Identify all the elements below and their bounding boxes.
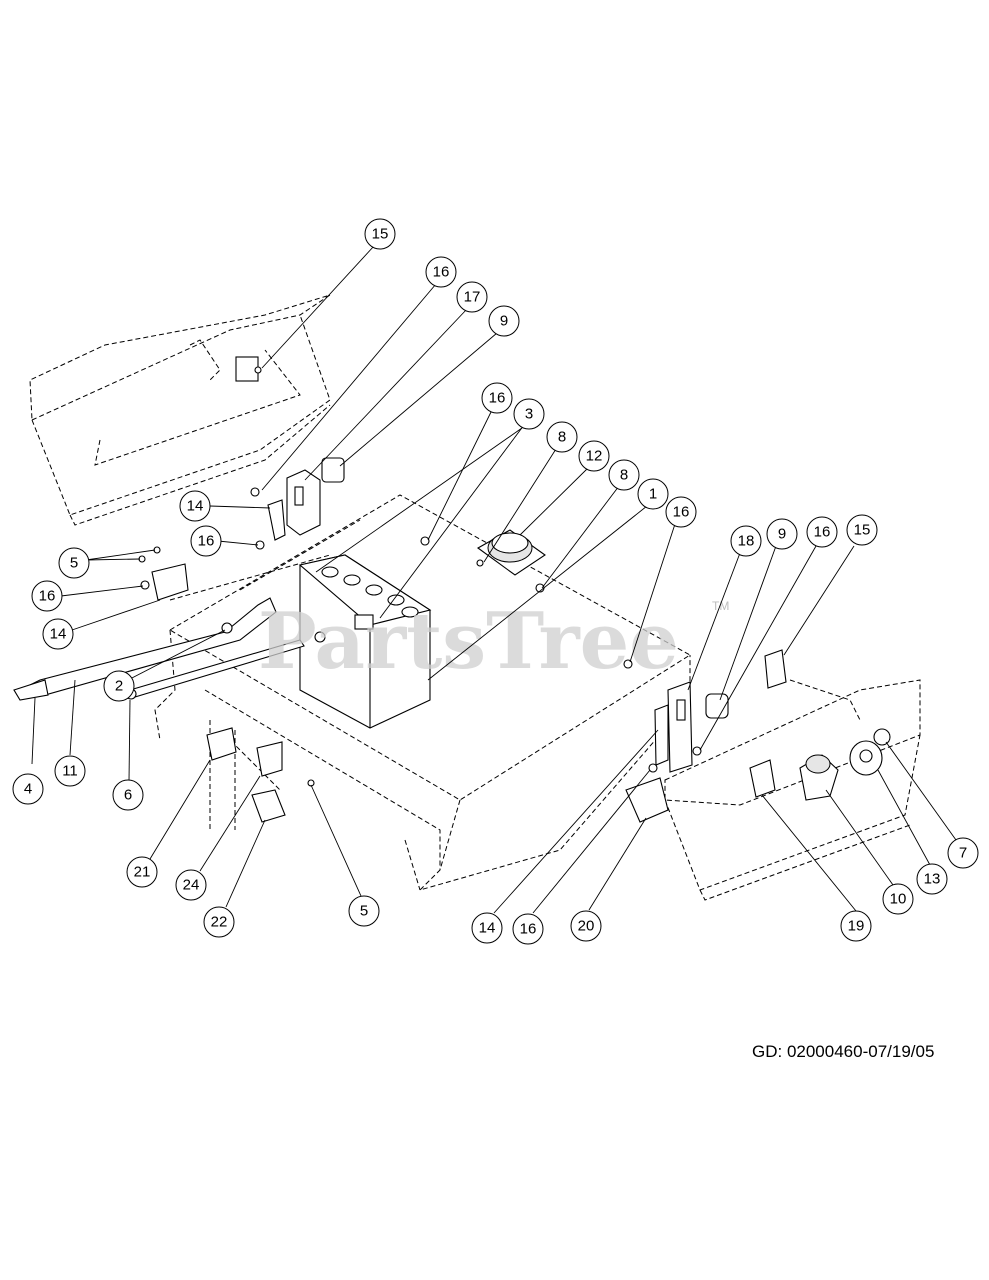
watermark: PartsTree TM: [258, 596, 729, 687]
upper-panel-housing: [29, 294, 331, 526]
callout-11: 11: [54, 755, 86, 787]
callout-13: 13: [916, 863, 948, 895]
svg-text:20: 20: [578, 918, 595, 935]
svg-text:14: 14: [479, 920, 496, 937]
svg-text:16: 16: [520, 921, 537, 938]
callout-18: 18: [730, 525, 762, 557]
upper-brackets: [151, 356, 345, 823]
svg-text:16: 16: [489, 390, 506, 407]
callout-2: 2: [103, 670, 135, 702]
svg-text:14: 14: [187, 498, 204, 515]
callout-16-c: 16: [665, 496, 697, 528]
callout-5-a: 5: [58, 547, 90, 579]
svg-text:16: 16: [39, 588, 56, 605]
svg-text:16: 16: [673, 504, 690, 521]
svg-text:24: 24: [183, 877, 200, 894]
svg-text:1: 1: [649, 486, 657, 503]
callout-16-b: 16: [481, 382, 513, 414]
watermark-tm: TM: [712, 599, 729, 613]
callout-21: 21: [126, 856, 158, 888]
callout-15-b: 15: [846, 514, 878, 546]
svg-text:12: 12: [586, 448, 603, 465]
svg-text:10: 10: [890, 891, 907, 908]
svg-text:13: 13: [924, 871, 941, 888]
callout-8-b: 8: [608, 459, 640, 491]
callout-14-b: 14: [42, 618, 74, 650]
callout-6: 6: [112, 779, 144, 811]
callout-16-d: 16: [806, 516, 838, 548]
right-panel-housing: [664, 679, 921, 901]
svg-text:22: 22: [211, 914, 228, 931]
svg-text:15: 15: [372, 226, 389, 243]
callout-5-b: 5: [348, 895, 380, 927]
callout-16-f: 16: [31, 580, 63, 612]
svg-text:9: 9: [500, 313, 508, 330]
svg-text:3: 3: [525, 406, 533, 423]
callout-9-b: 9: [766, 518, 798, 550]
svg-text:14: 14: [50, 626, 67, 643]
callout-22: 22: [203, 906, 235, 938]
svg-text:15: 15: [854, 522, 871, 539]
svg-text:18: 18: [738, 533, 755, 550]
callout-15-top: 15: [364, 218, 396, 250]
svg-text:7: 7: [959, 845, 967, 862]
leader-lines: [31, 245, 957, 914]
callout-1: 1: [637, 478, 669, 510]
watermark-brand: PartsTree: [258, 596, 679, 687]
callout-16-a: 16: [425, 256, 457, 288]
callout-20: 20: [570, 910, 602, 942]
callout-10: 10: [882, 883, 914, 915]
svg-text:9: 9: [778, 526, 786, 543]
svg-text:17: 17: [464, 289, 481, 306]
callout-14-a: 14: [179, 490, 211, 522]
callout-14-c: 14: [471, 912, 503, 944]
svg-text:8: 8: [620, 467, 628, 484]
callout-24: 24: [175, 869, 207, 901]
svg-text:11: 11: [62, 763, 78, 780]
reference-code: GD: 02000460-07/19/05: [752, 1042, 935, 1061]
svg-text:5: 5: [360, 903, 368, 920]
svg-text:2: 2: [115, 678, 123, 695]
callout-8-a: 8: [546, 421, 578, 453]
callout-19: 19: [840, 910, 872, 942]
callout-16-e: 16: [190, 525, 222, 557]
svg-text:4: 4: [24, 781, 32, 798]
right-brackets: [625, 649, 891, 823]
callout-12: 12: [578, 440, 610, 472]
callout-17: 17: [456, 281, 488, 313]
svg-text:21: 21: [134, 864, 151, 881]
svg-text:6: 6: [124, 787, 132, 804]
callout-4: 4: [12, 773, 44, 805]
svg-text:19: 19: [848, 918, 865, 935]
callout-3: 3: [513, 398, 545, 430]
callout-9-a: 9: [488, 305, 520, 337]
callout-7: 7: [947, 837, 979, 869]
svg-text:16: 16: [433, 264, 450, 281]
callout-16-g: 16: [512, 913, 544, 945]
horn-assembly: [476, 529, 546, 576]
svg-text:5: 5: [70, 555, 78, 572]
svg-text:16: 16: [814, 524, 831, 541]
hardware: [138, 366, 702, 787]
svg-text:16: 16: [198, 533, 215, 550]
svg-text:8: 8: [558, 429, 566, 446]
